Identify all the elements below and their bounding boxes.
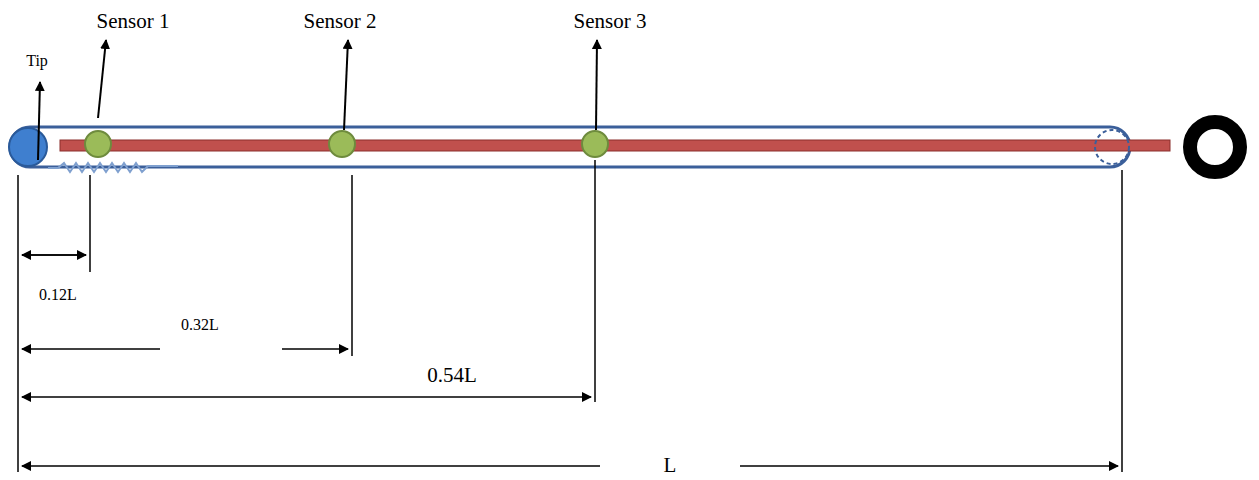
dimension-label: 0.12L <box>39 286 77 304</box>
tip-label: Tip <box>26 52 48 70</box>
sensor-label: Sensor 1 <box>97 10 170 33</box>
sensor-label: Sensor 3 <box>574 10 647 33</box>
rod <box>60 140 1170 151</box>
ring <box>1190 122 1240 172</box>
sensor <box>582 131 608 157</box>
tip-ball <box>9 128 47 166</box>
leader-lines <box>38 40 597 160</box>
end-circle <box>1095 130 1129 164</box>
dimension-label: L <box>661 454 680 477</box>
sensor <box>329 131 355 157</box>
dimension-label: 0.32L <box>181 316 219 334</box>
sensor-label: Sensor 2 <box>304 10 377 33</box>
dimension-lines <box>18 160 1122 472</box>
dimension-label: 0.54L <box>427 364 477 387</box>
coil-wire <box>48 163 178 172</box>
sensor <box>85 131 111 157</box>
